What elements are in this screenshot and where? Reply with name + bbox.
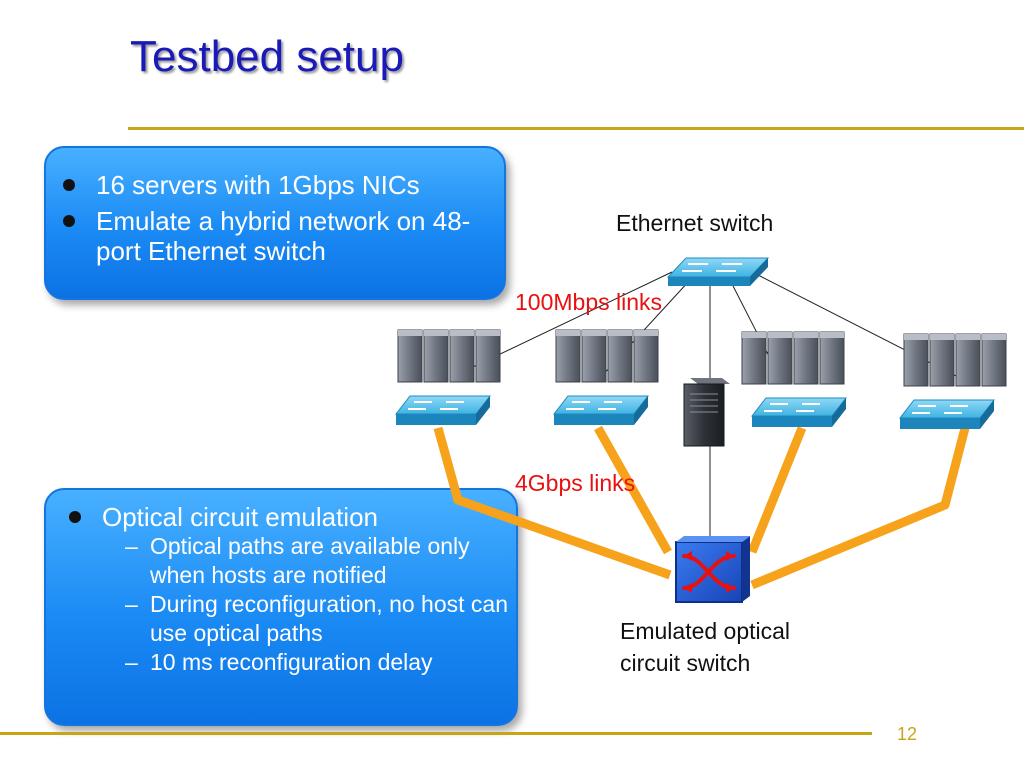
links-100mbps-label: 100Mbps links (515, 289, 663, 315)
server-icon (423, 329, 449, 383)
optical-links (433, 425, 970, 590)
sub-bullet-delay: 10 ms reconfiguration delay (46, 648, 516, 677)
server-icon (793, 331, 819, 385)
server-icon (581, 329, 607, 383)
rack-switch-2-icon (552, 395, 650, 425)
server-icon (633, 329, 659, 383)
server-icon (555, 329, 581, 383)
server-icon (819, 331, 845, 385)
server-icon (741, 331, 767, 385)
server-icon (449, 329, 475, 383)
sub-bullet-reconfiguration: During reconfiguration, no host can use … (46, 590, 516, 648)
ethernet-switch-label: Ethernet switch (616, 210, 774, 236)
bullet-servers: 16 servers with 1Gbps NICs (46, 170, 504, 200)
rack-switch-4-icon (898, 399, 996, 429)
optical-link-4 (750, 426, 970, 590)
server-icon (397, 329, 423, 383)
server-icon (929, 333, 955, 387)
server-group-1-icon (397, 329, 501, 383)
optical-switch-label: Emulated optical circuit switch (620, 618, 791, 676)
server-group-4-icon (903, 333, 1007, 387)
controller-server-icon (683, 378, 730, 447)
page-number: 12 (897, 724, 918, 744)
servers-info-box: 16 servers with 1Gbps NICs Emulate a hyb… (44, 146, 506, 300)
optical-link-1 (433, 426, 672, 580)
title-divider (128, 127, 1024, 130)
server-icon (955, 333, 981, 387)
optical-circuit-switch-icon (675, 536, 750, 603)
optical-emulation-box: Optical circuit emulation Optical paths … (44, 488, 518, 726)
server-icon (475, 329, 501, 383)
server-icon (981, 333, 1007, 387)
server-group-2-icon (555, 329, 659, 383)
bullet-hybrid-network: Emulate a hybrid network on 48-port Ethe… (46, 206, 504, 266)
server-icon (903, 333, 929, 387)
ethernet-switch-icon (666, 257, 770, 286)
optical-link-3 (747, 426, 807, 554)
rack-switch-3-icon (750, 397, 848, 427)
bullet-optical-emulation: Optical circuit emulation (46, 502, 516, 532)
sub-bullet-paths-available: Optical paths are available only when ho… (46, 532, 516, 590)
server-icon (607, 329, 633, 383)
server-icon (767, 331, 793, 385)
footer-divider (0, 732, 872, 735)
slide-title: Testbed setup (130, 32, 404, 81)
links-4gbps-label: 4Gbps links (515, 470, 636, 496)
optical-link-2 (594, 425, 672, 555)
rack-switch-1-icon (394, 395, 492, 425)
server-group-3-icon (741, 331, 845, 385)
